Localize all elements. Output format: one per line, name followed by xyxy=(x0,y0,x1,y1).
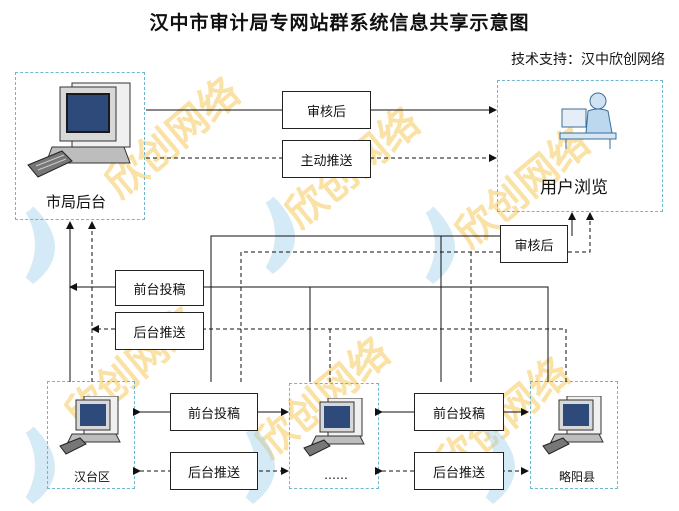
hantai-computer-icon xyxy=(59,396,121,455)
line-back-to-review xyxy=(240,251,500,382)
lueyang-label: 略阳县 xyxy=(559,470,596,484)
user-browse-node: 用户浏览 xyxy=(497,80,663,212)
lueyang-computer-icon xyxy=(542,396,604,455)
city-backend-node: 市局后台 xyxy=(15,72,145,220)
desktop-computer-icon xyxy=(27,82,131,178)
user-at-computer-icon xyxy=(559,92,617,149)
user-browse-label: 用户浏览 xyxy=(540,178,608,198)
tech-support-text: 技术支持：汉中欣创网络 xyxy=(511,52,665,68)
edge-top-push-box: 主动推送 xyxy=(282,140,371,178)
edge-mid-left-back-box: 后台推送 xyxy=(170,452,258,490)
hantai-label: 汉台区 xyxy=(74,470,111,484)
edge-top-review-box: 审核后 xyxy=(282,91,371,129)
line-left-back-push xyxy=(91,325,567,382)
city-backend-label: 市局后台 xyxy=(46,193,107,211)
lueyang-node: 略阳县 xyxy=(530,381,618,489)
line-front-to-review xyxy=(210,235,500,382)
edge-mid-left-front-box: 前台投稿 xyxy=(170,393,258,431)
line-left-front-submit xyxy=(69,283,549,382)
edge-mid-right-front-box: 前台投稿 xyxy=(414,393,504,431)
edge-left-back-push-box: 后台推送 xyxy=(115,312,204,350)
line-review-up-dash xyxy=(568,212,594,253)
middle-node: …… xyxy=(289,383,379,489)
edge-right-review-box: 审核后 xyxy=(500,225,568,263)
edge-mid-right-back-box: 后台推送 xyxy=(414,452,504,490)
diagram-title: 汉中市审计局专网站群系统信息共享示意图 xyxy=(149,12,530,34)
edge-left-front-submit-box: 前台投稿 xyxy=(115,270,204,306)
hantai-node: 汉台区 xyxy=(47,381,135,489)
middle-label: …… xyxy=(324,468,348,482)
middle-computer-icon xyxy=(303,398,365,457)
